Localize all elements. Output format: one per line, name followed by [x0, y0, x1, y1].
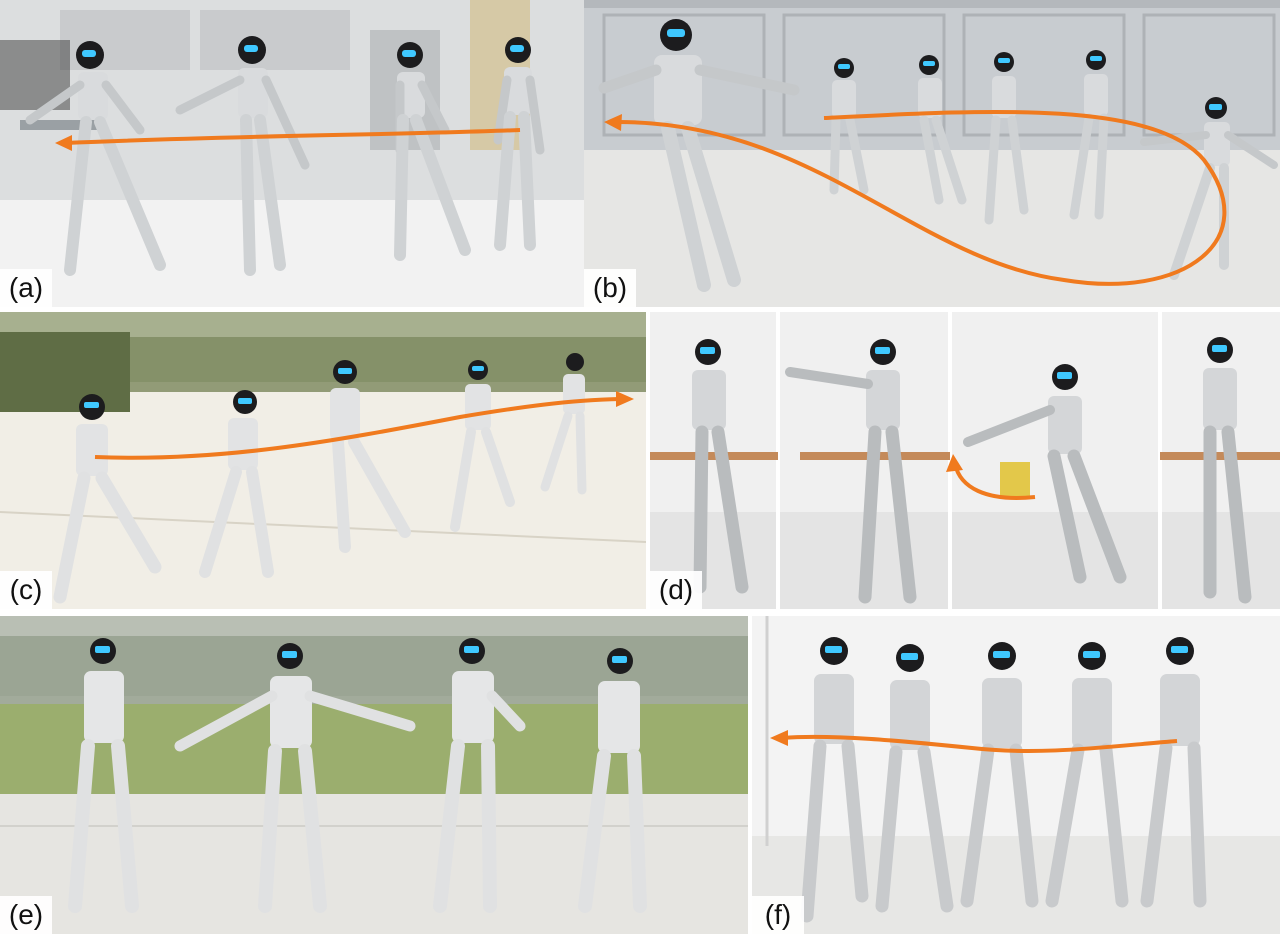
robot-figure [450, 360, 515, 532]
robot-figure [1045, 642, 1129, 908]
panel-label: (f) [752, 896, 804, 934]
panel-a-illustration [0, 0, 584, 307]
robot-figure [175, 36, 310, 276]
photo-panel-d: (d) [650, 312, 1280, 609]
robot-figure [960, 642, 1039, 908]
photo-panel-b: (b) [584, 0, 1280, 307]
trajectory-arrow [64, 128, 521, 145]
panel-f-illustration [752, 616, 1280, 934]
robot-figure [800, 637, 869, 923]
panel-label: (d) [650, 571, 702, 609]
robot-figure [330, 360, 411, 553]
robot-figure [963, 364, 1127, 584]
robot-figure [394, 42, 471, 261]
photo-panel-a: (a) [0, 0, 584, 307]
robot-figure [540, 353, 587, 495]
panel-e-illustration [0, 616, 748, 934]
photo-panel-f: (f) [752, 616, 1280, 934]
panel-d-illustration [650, 312, 1280, 609]
panel-label: (b) [584, 269, 636, 307]
robot-figure [1069, 50, 1109, 220]
robot-figure [918, 55, 967, 205]
panel-label: (c) [0, 571, 52, 609]
robot-figure [199, 390, 274, 578]
trajectory-arrow [953, 463, 1036, 500]
panel-label: (a) [0, 269, 52, 307]
robot-figure [1140, 637, 1207, 908]
robot-figure [692, 339, 749, 594]
robot-figure [68, 638, 139, 913]
robot-figure [984, 52, 1029, 225]
robot-figure [174, 643, 416, 913]
robot-figure [25, 41, 166, 276]
panel-c-illustration [0, 312, 646, 609]
photo-panel-e: (e) [0, 616, 748, 934]
trajectory-arrow [781, 734, 1178, 753]
panel-b-illustration [584, 0, 1280, 307]
robot-figure [1203, 337, 1252, 604]
robot-figure [53, 394, 162, 604]
robot-figure [1140, 97, 1278, 280]
trajectory-arrow [94, 397, 621, 460]
robot-figure [578, 648, 647, 913]
robot-figure [785, 339, 917, 604]
photo-panel-c: (c) [0, 312, 646, 609]
panel-label: (e) [0, 896, 52, 934]
robot-figure [598, 19, 800, 292]
robot-figure [875, 644, 954, 913]
robot-figure [433, 638, 526, 913]
trajectory-arrow [613, 109, 1227, 286]
robot-figure [493, 37, 545, 251]
